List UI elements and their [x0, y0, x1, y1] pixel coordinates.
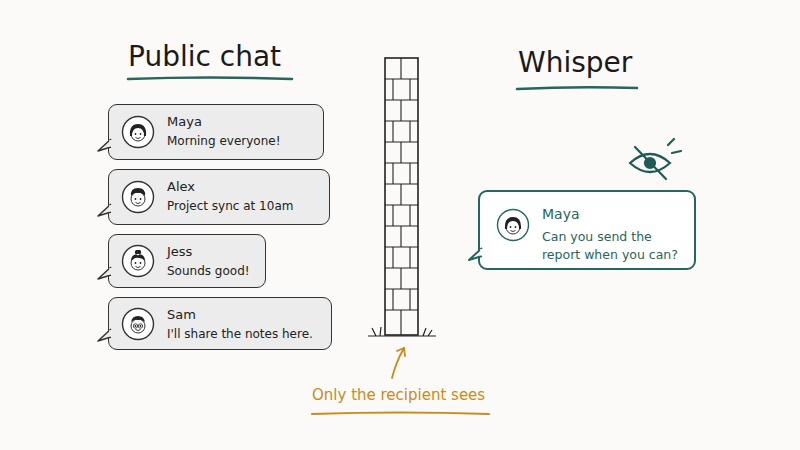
sender-name: Alex: [167, 179, 195, 194]
chat-bubble: JessSounds good!: [108, 234, 266, 288]
avatar: [496, 208, 530, 242]
avatar: [121, 307, 155, 341]
caption-note: Only the recipient sees: [312, 386, 485, 404]
section-heading: Public chat: [128, 40, 281, 73]
avatar: [121, 244, 155, 278]
heading-underline: [517, 87, 637, 89]
sender-name: Maya: [542, 206, 580, 222]
heading-underline: [128, 78, 292, 80]
message-text: Sounds good!: [167, 264, 250, 278]
message-text: Project sync at 10am: [167, 199, 293, 213]
bubble-tail: [96, 328, 112, 344]
leader-arrow: [392, 348, 405, 378]
section-heading: Whisper: [518, 46, 632, 79]
wall: [368, 58, 436, 336]
sender-name: Jess: [167, 244, 192, 259]
message-text: Morning everyone!: [167, 134, 280, 148]
bubble-tail: [467, 247, 483, 263]
hidden-eye-icon: [630, 139, 681, 179]
whisper-bubble: MayaCan you send the report when you can…: [478, 190, 696, 270]
bubble-tail: [96, 203, 112, 219]
avatar: [121, 180, 155, 214]
chat-bubble: MayaMorning everyone!: [108, 104, 324, 160]
sender-name: Sam: [167, 307, 196, 322]
bubble-tail: [96, 266, 112, 282]
caption-underline: [312, 413, 489, 415]
message-text: Can you send the report when you can?: [542, 228, 690, 264]
bubble-tail: [96, 138, 112, 154]
sender-name: Maya: [167, 114, 202, 129]
chat-bubble: AlexProject sync at 10am: [108, 169, 330, 225]
message-text: I'll share the notes here.: [167, 327, 313, 341]
chat-bubble: SamI'll share the notes here.: [108, 297, 332, 350]
avatar: [121, 115, 155, 149]
